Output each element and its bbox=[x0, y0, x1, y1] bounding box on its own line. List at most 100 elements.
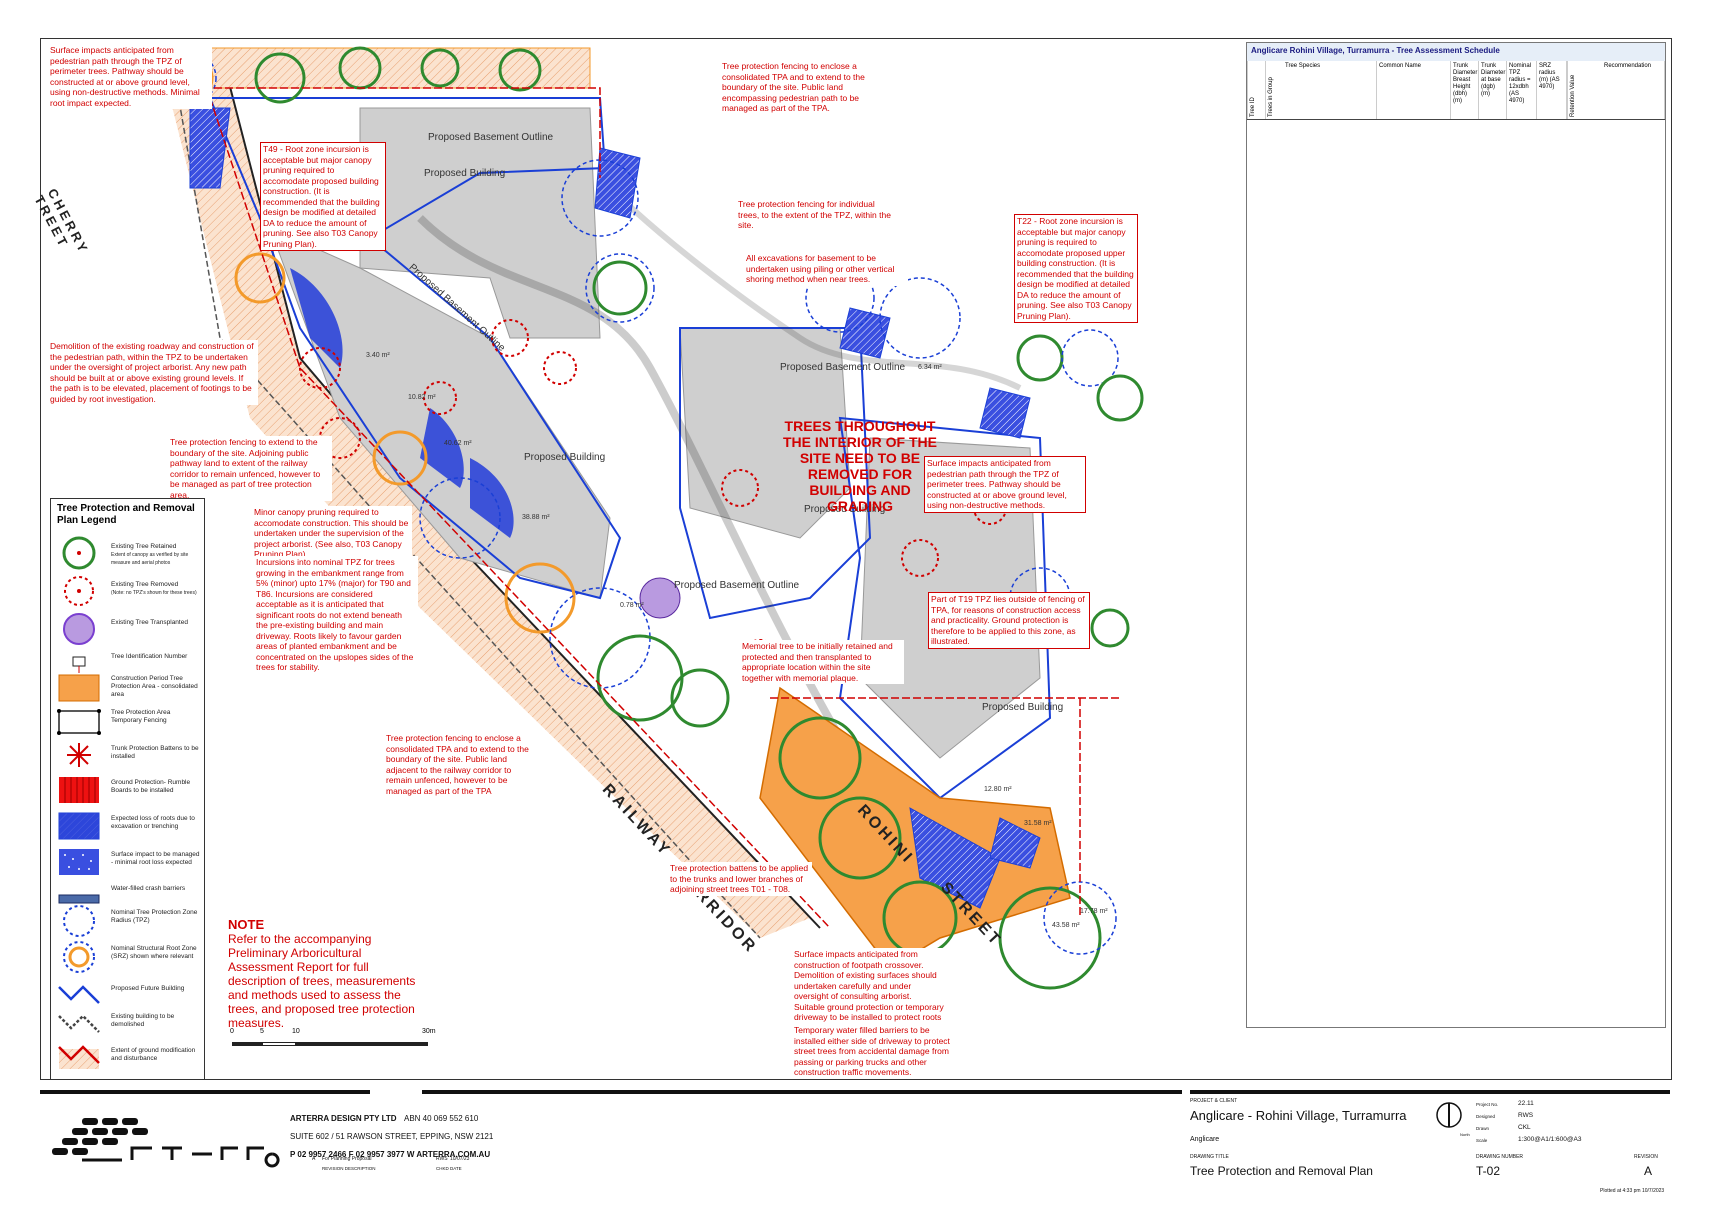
demolished-building-icon bbox=[58, 1014, 100, 1033]
north-arrow-icon bbox=[1436, 1102, 1462, 1128]
tpa-fence bbox=[170, 87, 1120, 929]
legend-sub-retained: Extent of canopy as verified by site mea… bbox=[111, 552, 189, 566]
project-name: Anglicare - Rohini Village, Turramurra bbox=[1190, 1108, 1407, 1123]
basement-label-4: Proposed Basement Outline bbox=[674, 580, 800, 591]
note-individual-fencing: Tree protection fencing for individual t… bbox=[736, 198, 900, 232]
basement-label-3: Proposed Basement Outline bbox=[780, 362, 906, 373]
drawing-scale: 1:300@A1/1:600@A3 bbox=[1518, 1136, 1582, 1143]
legend-item-demolished: Existing building to be demolished bbox=[57, 1007, 203, 1037]
col-base: Trunk Diameter at base (dgb) (m) bbox=[1479, 61, 1507, 119]
area-label-8: 31.58 m² bbox=[1024, 820, 1052, 827]
col-srz: SRZ radius (m) (AS 4970) bbox=[1537, 61, 1567, 119]
scale-tick-10: 10 bbox=[292, 1028, 300, 1035]
rohini-blue-impact-2 bbox=[989, 817, 1041, 869]
legend-item-future-building: Proposed Future Building bbox=[57, 977, 203, 1005]
note-footpath-crossover: Surface impacts anticipated from constru… bbox=[792, 948, 946, 1034]
legend-label-fencing: Tree Protection Area Temporary Fencing bbox=[111, 709, 171, 724]
legend-item-ground-mod: Extent of ground modification and distur… bbox=[57, 1039, 203, 1075]
project-no: 22.11 bbox=[1518, 1100, 1534, 1107]
legend-item-transplanted: Existing Tree Transplanted bbox=[57, 611, 203, 651]
note-t19: Part of T19 TPZ lies outside of fencing … bbox=[928, 592, 1090, 649]
company-contact: P 02 9957 2466 F 02 9957 3977 W ARTERRA.… bbox=[290, 1150, 491, 1159]
road-edge bbox=[169, 47, 761, 939]
report-note: NOTE Refer to the accompanying Prelimina… bbox=[228, 918, 428, 1031]
note-pedestrian-path-north: Surface impacts anticipated from pedestr… bbox=[48, 44, 212, 109]
schedule-header: Tree ID Trees in Group Tree Species Comm… bbox=[1247, 61, 1665, 120]
note-embankment-incursions: Incursions into nominal TPZ for trees gr… bbox=[254, 556, 418, 674]
tree-transplanted-icon bbox=[63, 613, 95, 645]
legend-item-tpz: Nominal Tree Protection Zone Radius (TPZ… bbox=[57, 903, 203, 943]
building-label-1: Proposed Building bbox=[424, 168, 506, 179]
col-species: Tree Species bbox=[1283, 61, 1377, 119]
note-fencing-consolidated-north: Tree protection fencing to enclose a con… bbox=[720, 60, 894, 115]
area-label-5: 0.78 m² bbox=[620, 602, 644, 609]
note-water-barriers: Temporary water filled barriers to be in… bbox=[792, 1024, 952, 1079]
rumble-boards-icon bbox=[59, 777, 99, 803]
scale-bar: 0 5 10 30m bbox=[230, 1028, 440, 1058]
tpa-hatch-icon bbox=[58, 674, 100, 702]
surface-impact-east bbox=[839, 307, 891, 359]
internal-path bbox=[597, 175, 1022, 391]
title-block: ARTERRA DESIGN PTY LTD ABN 40 069 552 61… bbox=[40, 1080, 1670, 1200]
surface-impact-top bbox=[189, 107, 231, 189]
col-retention: Retention Value bbox=[1567, 61, 1591, 119]
area-label-10: 43.58 m² bbox=[1052, 922, 1080, 929]
area-label-1: 3.40 m² bbox=[366, 352, 390, 359]
scale-tick-0: 0 bbox=[230, 1028, 234, 1035]
note-t49: T49 - Root zone incursion is acceptable … bbox=[260, 142, 386, 251]
internal-driveway bbox=[417, 215, 844, 740]
company-abn: ABN 40 069 552 610 bbox=[404, 1114, 479, 1123]
interior-removal-notice: TREES THROUGHOUT THE INTERIOR OF THE SIT… bbox=[783, 418, 937, 514]
col-trees-in-group: Trees in Group bbox=[1265, 61, 1283, 119]
legend-label-srz: Nominal Structural Root Zone (SRZ) shown… bbox=[111, 945, 197, 960]
revision-label: REVISION bbox=[1634, 1154, 1658, 1160]
legend-item-srz: Nominal Structural Root Zone (SRZ) shown… bbox=[57, 939, 203, 979]
root-loss-zone-2 bbox=[420, 408, 464, 488]
legend-item-tpa: Construction Period Tree Protection Area… bbox=[57, 671, 203, 711]
surface-impact-icon bbox=[59, 849, 99, 875]
drawing-title-label: DRAWING TITLE bbox=[1190, 1154, 1229, 1160]
legend-label-tree-id: Tree Identification Number bbox=[111, 653, 188, 660]
note-excavation-piling: All excavations for basement to be under… bbox=[744, 252, 908, 286]
legend-label-tpa: Construction Period Tree Protection Area… bbox=[111, 675, 198, 698]
root-loss-zone-1 bbox=[290, 268, 343, 368]
root-loss-icon bbox=[58, 812, 100, 840]
revision-date: 10/07/23 bbox=[450, 1156, 470, 1162]
revision-checked: RWS bbox=[436, 1156, 448, 1162]
root-loss-zone-3 bbox=[470, 458, 514, 538]
legend-item-surface-impact: Surface impact to be managed - minimal r… bbox=[57, 845, 203, 885]
legend-item-barriers: Water-filled crash barriers bbox=[57, 881, 203, 904]
designed-by: RWS bbox=[1518, 1112, 1534, 1119]
building-label-3: Proposed Building bbox=[804, 504, 886, 515]
note-fencing-boundary: Tree protection fencing to extend to the… bbox=[168, 436, 332, 501]
col-tree-id: Tree ID bbox=[1247, 61, 1265, 119]
crash-barrier-icon bbox=[58, 894, 100, 904]
tree-id-tag-icon bbox=[72, 656, 86, 673]
legend-panel: Tree Protection and Removal Plan Legend … bbox=[50, 498, 205, 1080]
legend-label-transplanted: Existing Tree Transplanted bbox=[111, 619, 188, 626]
designed-label: Designed bbox=[1476, 1114, 1496, 1119]
basement-label-1: Proposed Basement Outline bbox=[428, 132, 554, 143]
canopy-hatch-blue bbox=[594, 147, 641, 219]
north-label: North bbox=[1460, 1132, 1470, 1137]
note-memorial-tree: Memorial tree to be initially retained a… bbox=[740, 640, 904, 684]
legend-label-removed: Existing Tree Removed bbox=[111, 581, 179, 588]
tpz-circle-icon bbox=[63, 905, 95, 937]
ground-modification-icon bbox=[58, 1045, 100, 1069]
note-minor-pruning: Minor canopy pruning required to accomod… bbox=[252, 506, 412, 561]
revision-letter: A bbox=[312, 1156, 316, 1162]
legend-item-fencing: Tree Protection Area Temporary Fencing bbox=[57, 705, 203, 745]
schedule-title: Anglicare Rohini Village, Turramurra - T… bbox=[1247, 43, 1665, 61]
schedule-rows bbox=[1247, 123, 1665, 1013]
legend-label-surface-impact: Surface impact to be managed - minimal r… bbox=[111, 851, 200, 866]
srz-circle-icon bbox=[63, 941, 95, 973]
area-label-6: 6.34 m² bbox=[918, 364, 942, 371]
arterra-logo bbox=[52, 1118, 280, 1168]
revision-header-chkd: CHKD bbox=[436, 1166, 449, 1171]
drawing-number: T-02 bbox=[1476, 1164, 1501, 1178]
drawing-number-label: DRAWING NUMBER bbox=[1476, 1154, 1524, 1160]
tree-assessment-schedule: Anglicare Rohini Village, Turramurra - T… bbox=[1246, 42, 1666, 1028]
building-label-2: Proposed Building bbox=[524, 452, 606, 463]
revision-header-date: DATE bbox=[450, 1166, 462, 1171]
